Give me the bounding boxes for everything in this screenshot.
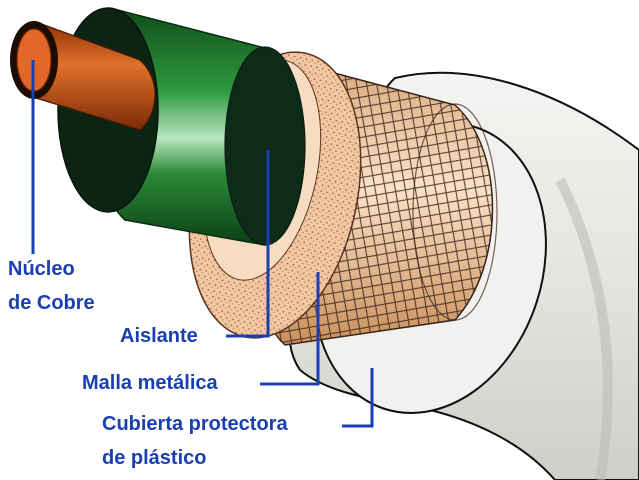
label-mesh-text: Malla metálica [82, 372, 218, 394]
label-core-line-2: de Cobre [8, 292, 95, 314]
leader-line-mesh [260, 272, 320, 386]
leader-line-jacket [342, 368, 374, 428]
label-core: Núcleo de Cobre [8, 252, 95, 320]
label-jacket-line-1: Cubierta protectora [102, 413, 288, 435]
label-insulator: Aislante [120, 319, 198, 353]
leader-line-insulator [226, 150, 270, 338]
label-insulator-text: Aislante [120, 325, 198, 347]
label-jacket: Cubierta protectora de plástico [102, 407, 288, 475]
leader-lines [31, 60, 374, 428]
label-core-line-1: Núcleo [8, 258, 75, 280]
label-mesh: Malla metálica [82, 366, 218, 400]
label-jacket-line-2: de plástico [102, 447, 207, 469]
